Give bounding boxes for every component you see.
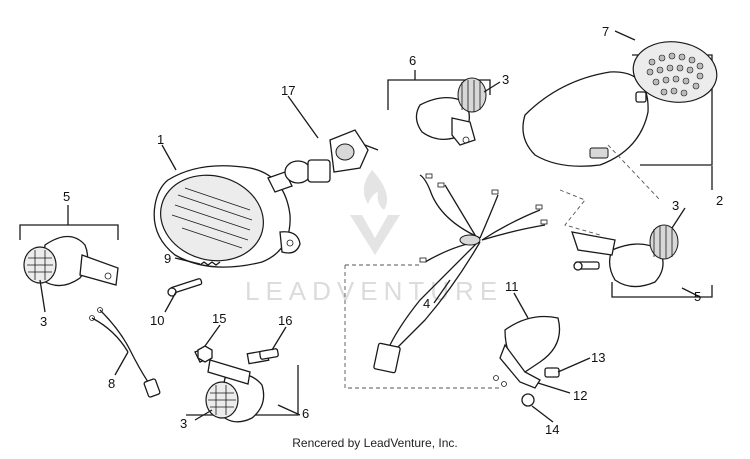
callout-3-lower: 3 bbox=[180, 416, 187, 431]
callout-6-lower: 6 bbox=[302, 406, 309, 421]
callout-5-right: 5 bbox=[694, 289, 701, 304]
callout-3-left: 3 bbox=[40, 314, 47, 329]
right-turn-signal bbox=[571, 224, 713, 298]
callout-2: 2 bbox=[716, 193, 723, 208]
callout-5-left: 5 bbox=[63, 189, 70, 204]
license-plate-light bbox=[493, 315, 561, 407]
upper-turn-signal bbox=[387, 77, 491, 146]
left-turn-signal bbox=[19, 224, 119, 287]
bulb-socket bbox=[284, 129, 379, 184]
wiring-harness bbox=[344, 144, 661, 389]
callout-11: 11 bbox=[505, 279, 519, 294]
callout-6-upper: 6 bbox=[409, 53, 416, 68]
callout-13: 13 bbox=[591, 350, 605, 365]
leader-lines bbox=[39, 30, 713, 423]
callout-4: 4 bbox=[423, 296, 430, 311]
nut-and-bolt bbox=[197, 345, 279, 363]
callout-16: 16 bbox=[278, 313, 292, 328]
callout-numbers: 1 17 5 3 8 9 10 15 16 3 6 6 3 7 2 3 5 4 … bbox=[40, 24, 723, 437]
callout-7: 7 bbox=[602, 24, 609, 39]
watermark-text: LEADVENTURE bbox=[245, 276, 503, 306]
callout-14: 14 bbox=[545, 422, 559, 437]
callout-12: 12 bbox=[573, 388, 587, 403]
callout-3-upper: 3 bbox=[502, 72, 509, 87]
lower-turn-signal bbox=[186, 347, 299, 423]
callout-17: 17 bbox=[281, 83, 295, 98]
callout-3-right: 3 bbox=[672, 198, 679, 213]
callout-8: 8 bbox=[108, 376, 115, 391]
callout-10: 10 bbox=[150, 313, 164, 328]
headlight-assembly bbox=[153, 165, 301, 268]
left-signal-wire bbox=[89, 307, 161, 398]
footer-credit: Rencered by LeadVenture, Inc. bbox=[292, 436, 458, 450]
callout-1: 1 bbox=[157, 132, 164, 147]
taillight-assembly bbox=[522, 41, 718, 167]
callout-15: 15 bbox=[212, 311, 226, 326]
callout-9: 9 bbox=[164, 251, 171, 266]
